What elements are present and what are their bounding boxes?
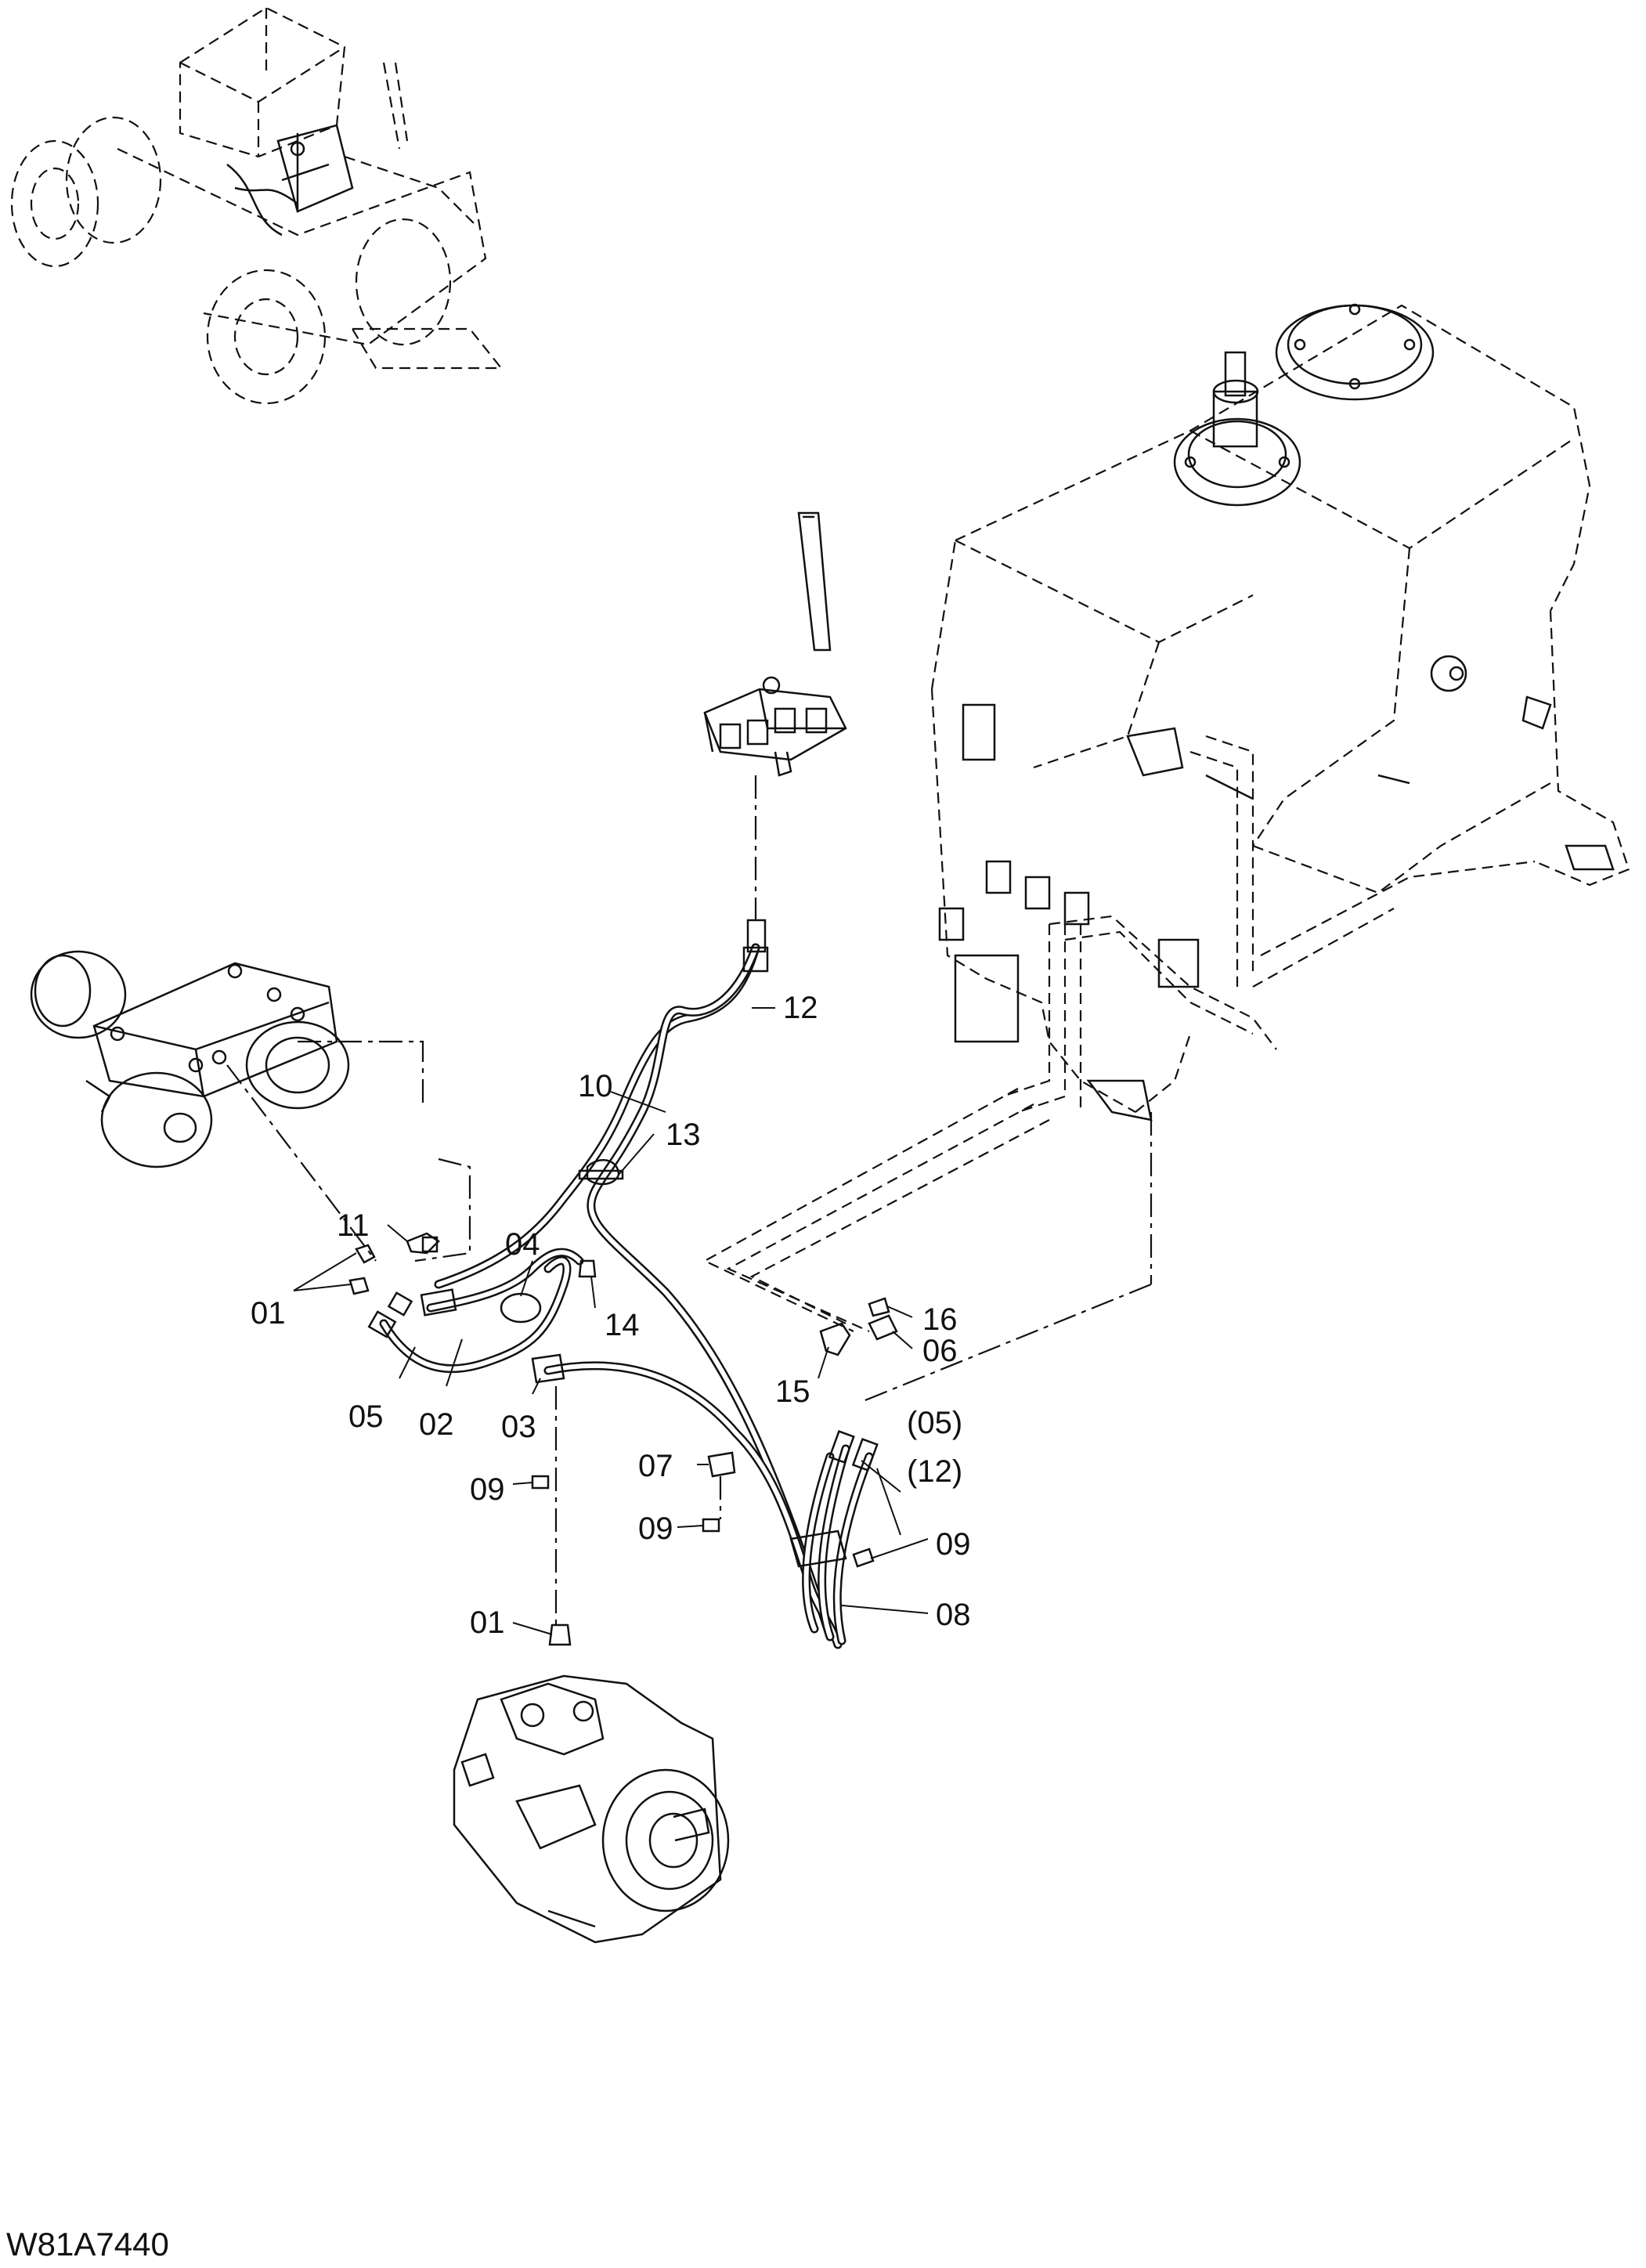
hose-assemblies [379,943,874,1649]
callout-10: 10 [578,1069,613,1103]
callout-labels: 12 10 13 11 04 14 01 05 02 03 16 06 15 (… [251,991,971,1640]
centerline-accumulator-c [414,1157,471,1262]
routing-line-d [861,1112,1153,1403]
callout-09-middle: 09 [638,1511,673,1546]
callout-09-right: 09 [936,1527,971,1562]
callout-02: 02 [419,1407,454,1442]
callout-14: 14 [605,1308,640,1342]
callout-03: 03 [501,1410,536,1444]
callout-12: 12 [783,991,818,1025]
callout-01-upper: 01 [251,1296,286,1331]
hydraulic-tank [930,303,1630,1121]
centerline-accumulator-a [226,1064,377,1262]
machine-overview-thumbnail [10,6,504,405]
routing-line-b [726,1103,1034,1333]
leader-lines [293,1007,929,1635]
diagram-code: W81A7440 [6,2226,169,2263]
callout-09-left: 09 [470,1472,505,1507]
callout-05: 05 [348,1399,384,1434]
accumulator-assembly [30,950,350,1168]
callout-07: 07 [638,1449,673,1483]
callout-11: 11 [337,1208,370,1243]
callout-15: 15 [775,1374,810,1409]
pilot-valve-lever [703,511,847,777]
hydraulic-pump [453,1674,730,1944]
callout-04: 04 [505,1227,540,1262]
callout-13: 13 [666,1118,701,1152]
callout-05-ref: (05) [907,1406,962,1440]
callout-08: 08 [936,1598,971,1632]
centerline-accumulator-b [298,1040,424,1104]
callout-06: 06 [922,1334,958,1368]
callout-16: 16 [922,1302,958,1337]
fittings [348,919,898,1646]
routing-line-a [702,1088,1019,1332]
routing-line-c [749,1119,1050,1324]
callout-12-ref: (12) [907,1454,962,1489]
callout-01-lower: 01 [470,1605,505,1640]
